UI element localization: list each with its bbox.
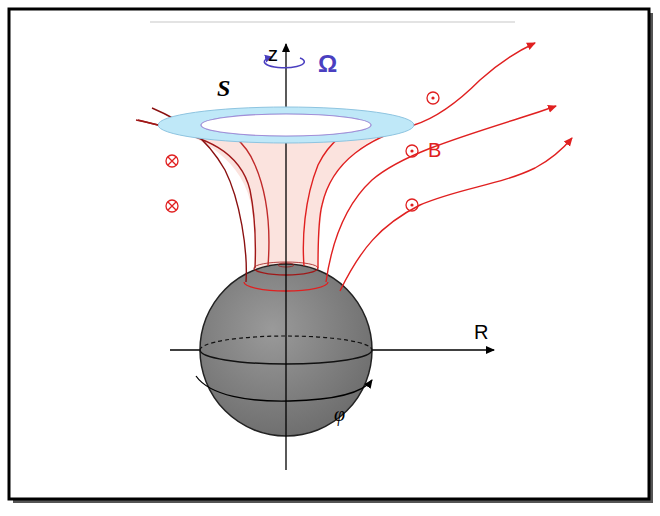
field-into-symbols bbox=[166, 155, 178, 212]
frame bbox=[9, 9, 649, 499]
axis-label: R bbox=[474, 322, 488, 342]
top-rule bbox=[150, 21, 515, 22]
rotation-label: Ω bbox=[318, 52, 337, 76]
surface-inner bbox=[201, 114, 371, 136]
field-lines-upper bbox=[136, 120, 158, 125]
surface-label: S bbox=[217, 76, 230, 100]
angle-label: φ bbox=[334, 404, 345, 424]
surface-ring bbox=[158, 107, 414, 143]
phi-arrow bbox=[196, 376, 372, 401]
axis-label: z bbox=[268, 44, 278, 64]
field-lines bbox=[138, 43, 572, 291]
field-label: B bbox=[428, 140, 441, 160]
